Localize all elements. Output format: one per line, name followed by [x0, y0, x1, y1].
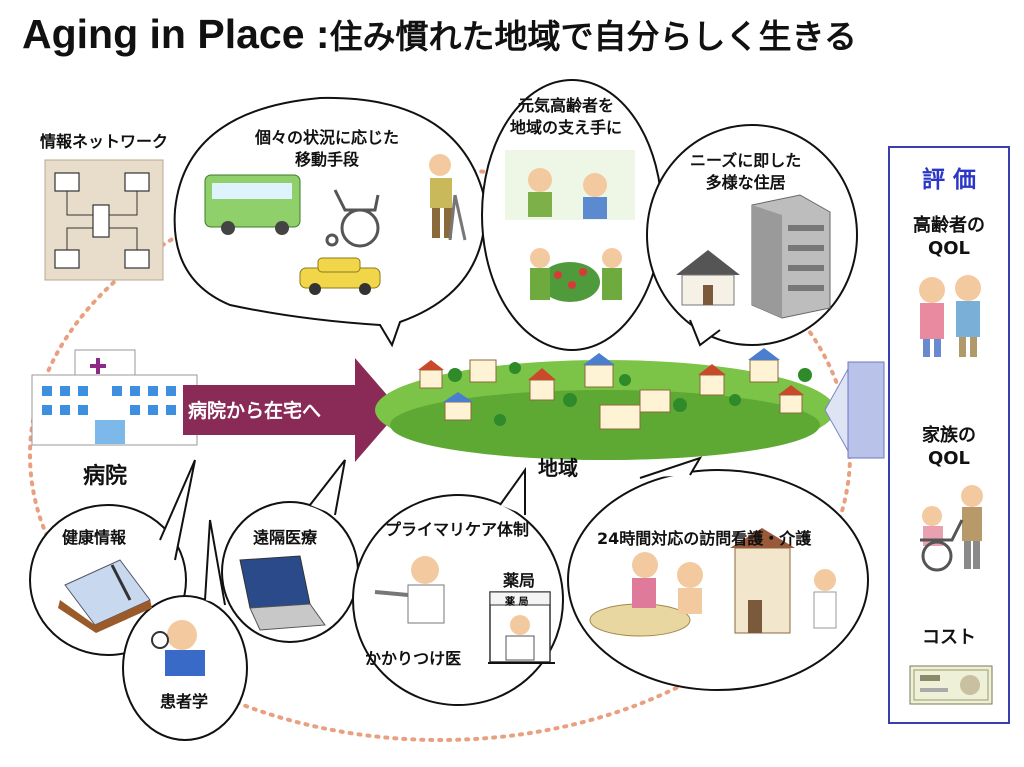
family-doctor-label: かかりつけ医: [365, 649, 462, 668]
hospital-label: 病院: [83, 464, 128, 489]
banknote-icon: [909, 665, 993, 705]
hospital-building: [31, 349, 198, 446]
pharmacy-illustration: [488, 591, 555, 664]
notebook-illustration: [58, 559, 152, 633]
telemedicine-label: 遠隔医療: [253, 528, 318, 547]
cost-label: コスト: [922, 627, 976, 648]
laptop-illustration: [239, 555, 326, 631]
elderly-couple-icon: [919, 275, 981, 357]
mobility-bubble: [173, 96, 487, 348]
hospital-to-home-arrow: [183, 358, 400, 462]
apartment-illustration: [751, 194, 831, 319]
reader-illustration: [151, 620, 205, 676]
pharmacy-label: 薬局: [503, 571, 536, 590]
patient-study-label: 患者学: [160, 692, 209, 711]
housing-label: ニーズに即した 多様な住居: [690, 151, 802, 192]
elders-activity-illustration: [505, 150, 635, 302]
pharmacy-sign: 薬 局: [505, 597, 529, 608]
doctor-illustration: [374, 556, 445, 624]
evaluation-panel: 評 価 高齢者の QOL 家族の QOL コスト: [888, 146, 1010, 724]
elder-qol-label: 高齢者の QOL: [913, 215, 985, 259]
home-care-illustration: [589, 528, 837, 637]
evaluation-title: 評 価: [921, 167, 976, 193]
primary-care-label: プライマリケア体制: [385, 520, 530, 539]
wheelchair-family-icon: [920, 485, 983, 572]
home-care-label: 24時間対応の訪問看護・介護: [597, 529, 812, 548]
family-qol-label: 家族の QOL: [922, 425, 976, 469]
health-info-label: 健康情報: [62, 528, 127, 547]
walker-elder-illustration: [429, 154, 467, 241]
elders-label: 元気高齢者を 地域の支え手に: [510, 96, 623, 137]
taxi-illustration: [299, 257, 381, 295]
community-illustration: [375, 348, 835, 460]
title-main: Aging in Place :: [22, 11, 330, 57]
network-label: 情報ネットワーク: [40, 132, 169, 151]
bus-illustration: [204, 174, 301, 235]
house-illustration: [676, 250, 740, 306]
arrow-label: 病院から在宅へ: [188, 400, 322, 422]
mobility-label: 個々の状況に応じた 移動手段: [255, 128, 400, 169]
evaluation-arrow: [824, 361, 885, 459]
title-subtitle: 住み慣れた地域で自分らしく生きる: [329, 17, 857, 56]
community-label: 地域: [538, 456, 578, 480]
wheelchair-illustration: [325, 189, 380, 248]
page-title: Aging in Place :住み慣れた地域で自分らしく生きる: [22, 10, 857, 58]
